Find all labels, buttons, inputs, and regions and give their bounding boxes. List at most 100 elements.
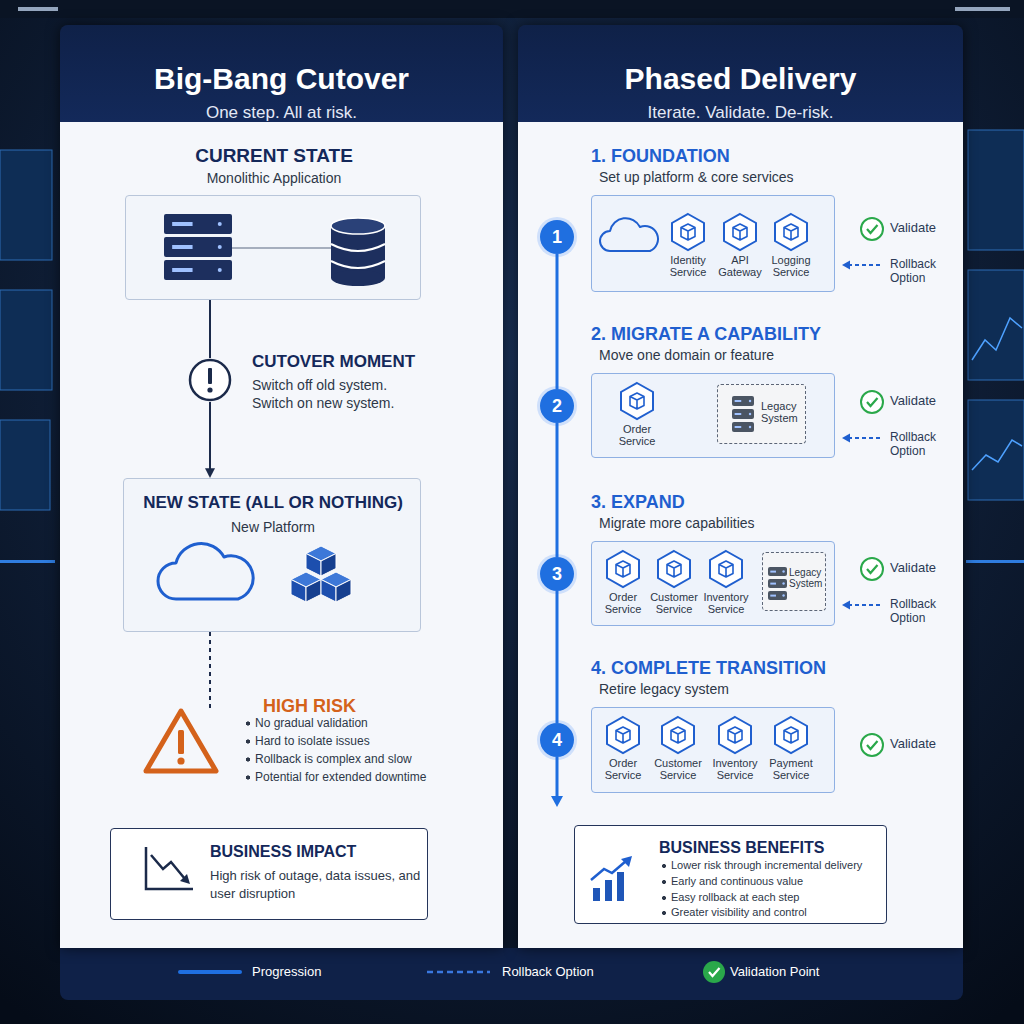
icon — [735, 426, 742, 428]
step-label: Rollback Option — [890, 431, 950, 459]
icon — [592, 196, 836, 293]
node-text: Set up platform & core services — [599, 169, 919, 186]
node-text: High risk of outage, data issues, and us… — [210, 867, 422, 902]
node-heading: 1. FOUNDATION — [591, 146, 911, 168]
icon — [306, 580, 321, 603]
step-label: Validate — [890, 561, 936, 576]
node-heading: API Gateway — [710, 254, 770, 278]
node-text: Switch off old system. Switch on new sys… — [252, 376, 417, 412]
icon — [657, 550, 691, 588]
node-heading: Payment Service — [761, 757, 821, 781]
node-heading: 2 — [540, 389, 574, 423]
icon — [158, 543, 253, 599]
icon — [164, 237, 232, 257]
legend-sample — [180, 970, 240, 974]
state-box: CURRENT STATEMonolithic Application — [125, 195, 421, 300]
node-text: Lower risk through incremental delivery — [661, 859, 893, 872]
benefits-box: BUSINESS BENEFITSLower risk through incr… — [574, 825, 887, 924]
icon — [606, 716, 640, 754]
node-heading: Phased Delivery — [518, 61, 963, 97]
node-heading: HIGH RISK — [263, 696, 483, 718]
node-heading: Order Service — [593, 757, 653, 781]
legend-sample — [703, 961, 725, 983]
icon — [621, 856, 632, 867]
icon — [784, 224, 798, 240]
service-hexagon: Customer Service — [657, 550, 691, 588]
icon — [732, 422, 754, 432]
node-text: No gradual validation — [245, 716, 475, 730]
server-room-background — [0, 0, 1024, 18]
server-room-background — [968, 130, 1024, 250]
node-heading: BUSINESS IMPACT — [210, 842, 420, 861]
node-heading: Inventory Service — [696, 591, 756, 615]
node-heading: 3 — [540, 557, 574, 591]
service-hexagon: API Gateway — [723, 213, 757, 251]
step-label: Validate — [890, 394, 936, 409]
step-label: Validate — [890, 737, 936, 752]
step-number-circle: 1 — [540, 220, 574, 254]
legacy-box: Legacy System — [717, 384, 806, 444]
node-heading: 4 — [540, 723, 574, 757]
icon — [768, 591, 787, 600]
step-box: 4. COMPLETE TRANSITIONRetire legacy syst… — [591, 707, 835, 793]
icon — [709, 550, 743, 588]
service-hexagon: Order Service — [606, 716, 640, 754]
service-hexagon: Payment Service — [774, 716, 808, 754]
icon — [617, 872, 624, 901]
icon — [600, 218, 658, 251]
node-text: Iterate. Validate. De-risk. — [518, 103, 963, 123]
server-room-background — [968, 400, 1024, 500]
icon — [146, 711, 216, 771]
icon — [671, 727, 685, 743]
icon — [164, 260, 232, 280]
node-heading: Big-Bang Cutover — [60, 61, 503, 97]
icon — [331, 244, 385, 251]
icon — [782, 570, 784, 572]
service-hexagon: Identity Service — [671, 213, 705, 251]
icon — [749, 413, 751, 415]
icon — [607, 717, 639, 753]
icon — [728, 727, 742, 743]
icon — [607, 551, 639, 587]
node-heading: BUSINESS BENEFITS — [659, 838, 879, 857]
step-box: 2. MIGRATE A CAPABILITYMove one domain o… — [591, 373, 835, 458]
node-heading: CURRENT STATE — [126, 145, 422, 168]
legend-sample — [703, 961, 725, 983]
icon — [218, 222, 222, 226]
icon — [749, 400, 751, 402]
icon — [172, 222, 192, 226]
icon — [768, 567, 787, 576]
node-text: New Platform — [124, 518, 422, 536]
icon — [621, 383, 653, 419]
legend-text: Validation Point — [730, 964, 819, 979]
icon — [782, 594, 784, 596]
legend-sample — [427, 972, 490, 973]
step-label: Rollback Option — [890, 258, 950, 286]
node-heading: Identity Service — [658, 254, 718, 278]
step-box: 3. EXPANDMigrate more capabilitiesOrder … — [591, 541, 835, 626]
node-heading: Inventory Service — [705, 757, 765, 781]
icon — [232, 247, 331, 249]
icon — [749, 426, 751, 428]
icon — [331, 261, 385, 268]
icon — [593, 888, 600, 901]
icon — [662, 717, 694, 753]
icon — [178, 730, 184, 754]
icon — [143, 708, 219, 774]
service-hexagon: Order Service — [620, 382, 654, 420]
service-hexagon: Order Service — [606, 550, 640, 588]
legend-text: Rollback Option — [502, 964, 594, 979]
icon — [336, 580, 351, 603]
icon — [768, 579, 787, 588]
icon — [710, 551, 742, 587]
icon — [661, 716, 695, 754]
icon — [218, 245, 222, 249]
icon — [164, 214, 232, 234]
icon — [620, 382, 654, 420]
node-heading: 3. EXPAND — [591, 492, 911, 514]
server-room-background — [0, 290, 52, 390]
icon — [172, 268, 192, 272]
icon — [591, 861, 626, 880]
node-text: Easy rollback at each step — [661, 891, 893, 904]
